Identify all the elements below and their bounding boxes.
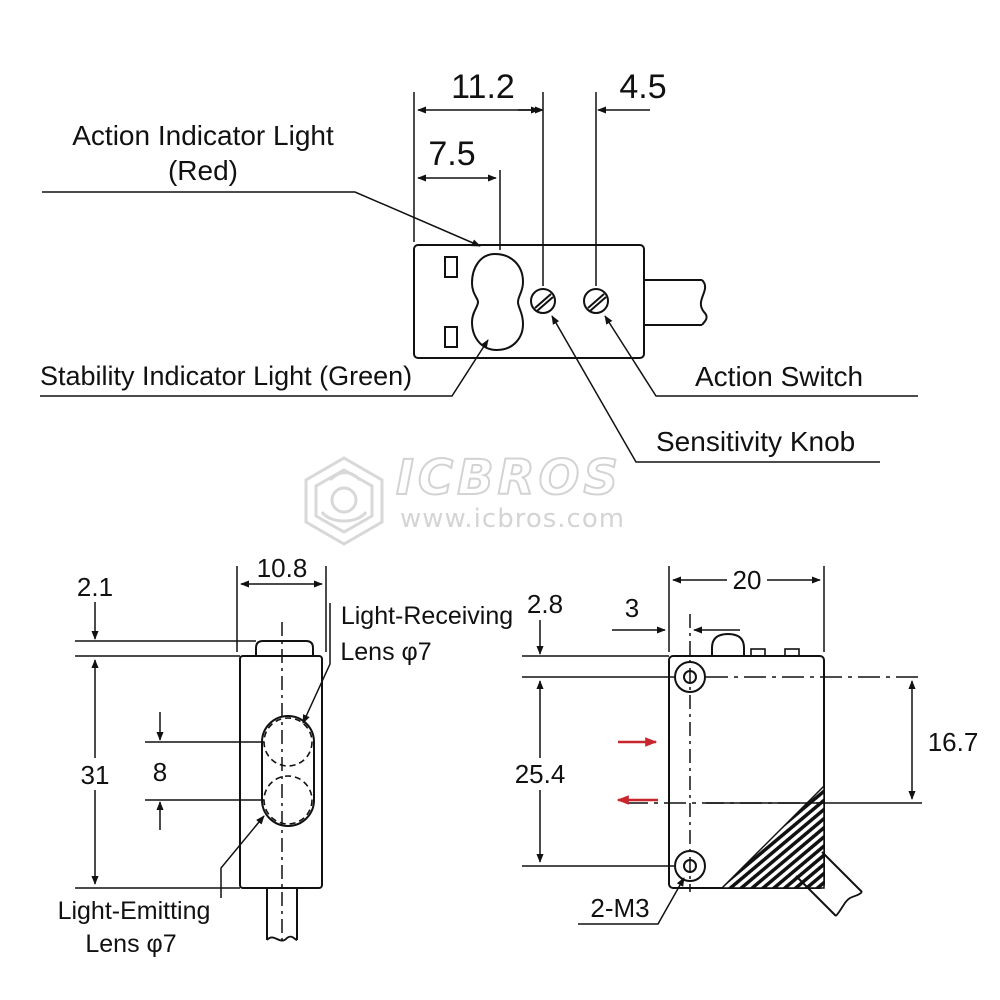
dim-top-7-5: 7.5 [428,135,475,173]
dim-front-width: 10.8 [257,553,308,583]
dim-front-top: 2.1 [77,572,113,602]
label-action-switch: Action Switch [695,361,863,392]
cable-front [266,888,298,942]
indicator-lights [470,252,525,352]
dim-side-height: 25.4 [515,759,566,789]
watermark: ICBROS www.icbros.com [304,449,625,546]
lens-window [261,715,315,827]
dim-top-4-5: 4.5 [619,68,666,106]
light-emitting-lens [263,775,313,825]
label-sensitivity-knob: Sensitivity Knob [656,426,855,457]
dim-side-top: 2.8 [527,589,563,619]
top-view: 11.2 4.5 7.5 Action Indicator Light (Red… [40,68,918,463]
watermark-brand: ICBROS [396,450,622,506]
label-mount-holes: 2-M3 [590,893,649,923]
dim-side-hole-pitch: 16.7 [928,727,979,757]
label-light-emitting-lens: Lens φ7 [85,930,176,958]
slot-top [444,256,458,278]
cable-strain-relief [720,784,825,889]
label-stability-indicator: Stability Indicator Light (Green) [40,361,412,391]
side-view: 20 3 2.8 25.4 16.7 2-M3 [508,565,979,925]
dim-side-hole-offset: 3 [625,593,639,623]
front-view: 10.8 2.1 31 8 Light-Receiving Lens φ7 Li… [58,553,514,958]
sensor-body-front [239,655,323,889]
sensor-body-top [413,244,645,359]
slot-bottom [444,326,458,348]
dim-front-lens-pitch: 8 [153,757,167,787]
label-action-indicator: Action Indicator Light [72,120,334,151]
label-action-indicator-color: (Red) [168,155,238,186]
dim-side-width: 20 [733,565,762,595]
sensitivity-knob-icon [530,288,556,314]
label-light-receiving: Light-Receiving [341,602,513,630]
label-light-emitting: Light-Emitting [58,897,211,925]
action-switch-icon [583,288,609,314]
dim-top-11-2: 11.2 [451,68,515,106]
dim-front-height: 31 [81,760,110,790]
cable-top [644,279,708,326]
watermark-url: www.icbros.com [400,504,625,534]
cable-side [795,851,863,917]
light-receiving-lens [263,717,313,767]
label-light-receiving-lens: Lens φ7 [340,638,431,666]
icbros-logo-icon [304,456,384,546]
